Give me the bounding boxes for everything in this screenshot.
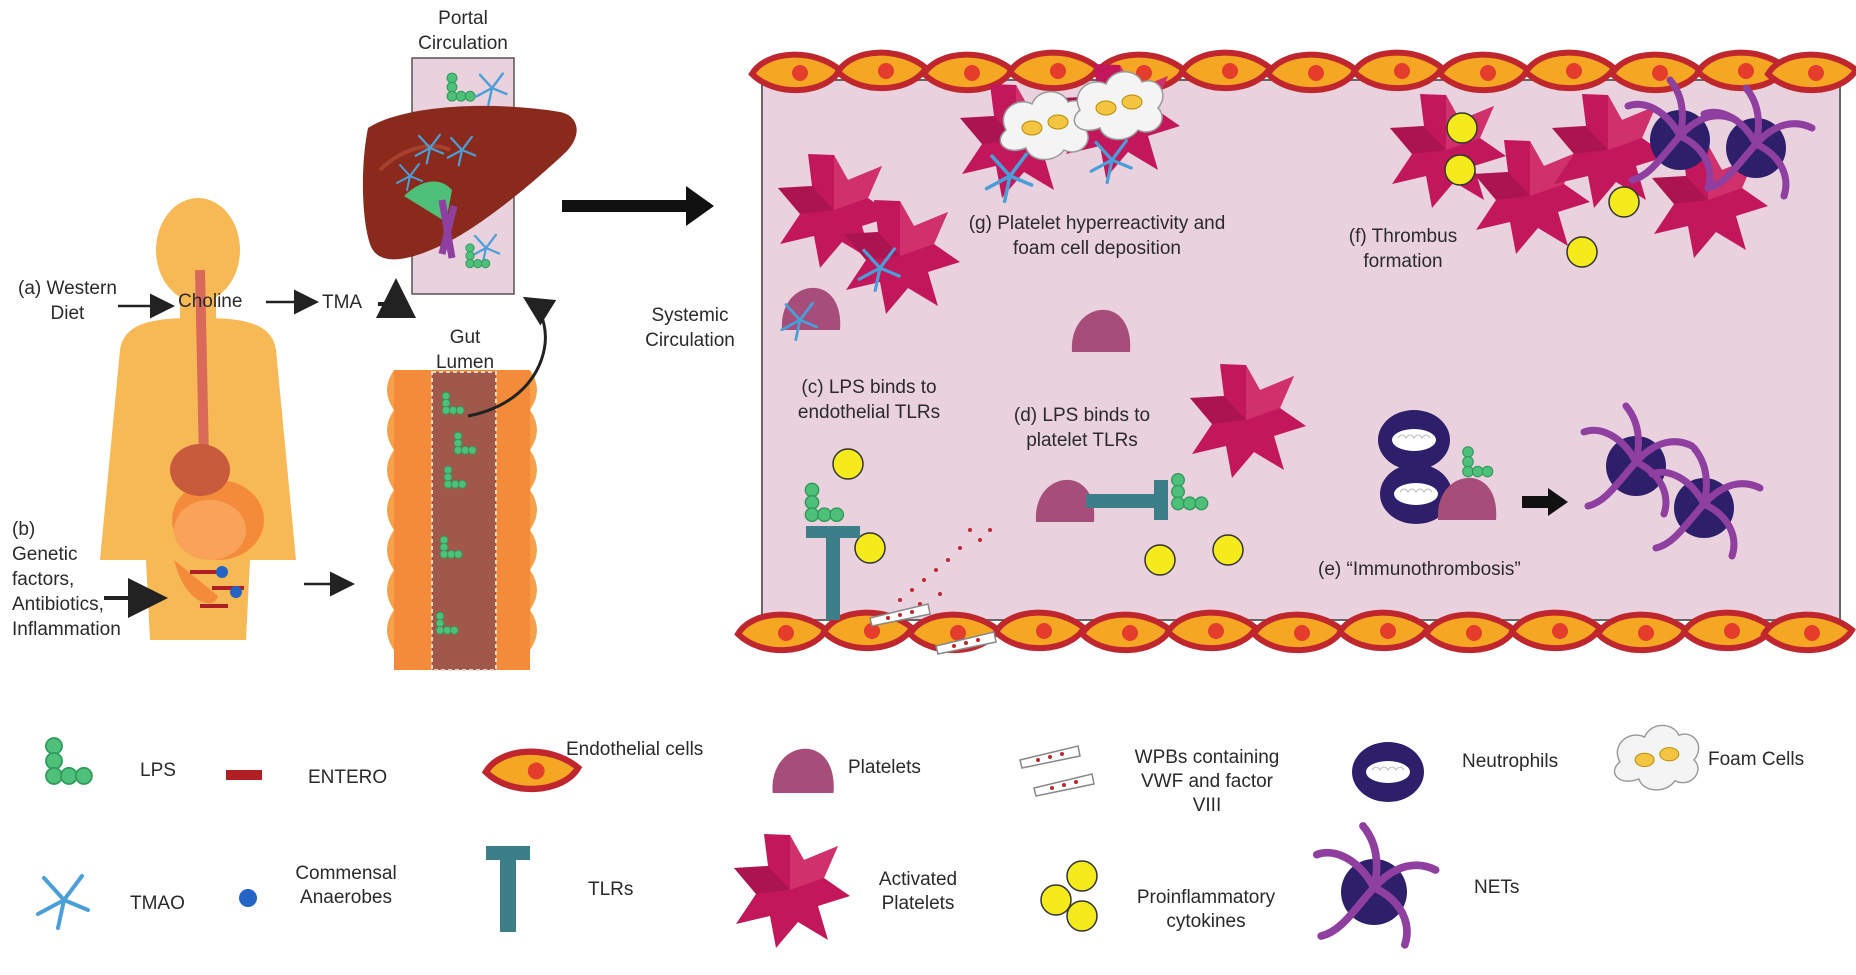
label-choline: Choline xyxy=(178,291,243,312)
label-portal-line1: Portal xyxy=(438,8,488,29)
label-step-c: (c) LPS binds to endothelial TLRs xyxy=(782,375,956,425)
cytokine xyxy=(1144,544,1176,576)
label-step-c-line1: (c) LPS binds to xyxy=(801,377,937,398)
wpb-release xyxy=(898,528,992,606)
legend-cytokines-line2: cytokines xyxy=(1166,911,1246,932)
label-tma: TMA xyxy=(322,292,363,313)
label-step-d: (d) LPS binds to platelet TLRs xyxy=(992,403,1172,453)
legend-cytokines: Proinflammatory cytokines xyxy=(1118,886,1294,934)
cytokine xyxy=(1566,236,1598,268)
legend-icons xyxy=(36,724,1700,948)
legend-tmao: TMAO xyxy=(130,893,185,914)
label-systemic-circulation: Systemic Circulation xyxy=(630,303,750,353)
systemic-arrow-head xyxy=(686,186,714,226)
label-step-c-line2: endothelial TLRs xyxy=(797,402,941,423)
label-portal-line2: Circulation xyxy=(418,33,508,54)
label-genetic-line4: Antibiotics, xyxy=(12,594,104,615)
legend-lps: LPS xyxy=(140,760,176,781)
legend-foam: Foam Cells xyxy=(1708,749,1805,770)
label-step-g-line2: foam cell deposition xyxy=(1013,238,1181,259)
legend-activated: Activated Platelets xyxy=(868,868,968,916)
label-gut-lumen: Gut Lumen xyxy=(424,325,506,375)
label-genetic-line5: Inflammation xyxy=(12,619,121,640)
label-genetic-line2: Genetic xyxy=(12,544,78,565)
liver xyxy=(362,105,577,269)
cytokine xyxy=(1446,112,1478,144)
label-step-f-line1: (f) Thrombus xyxy=(1348,226,1458,247)
label-genetic-line1: (b) xyxy=(12,519,36,540)
label-step-g: (g) Platelet hyperreactivity and foam ce… xyxy=(942,211,1252,261)
legend-activated-line2: Platelets xyxy=(881,893,955,914)
label-genetic-line3: factors, xyxy=(12,569,75,590)
label-gut-line1: Gut xyxy=(449,327,481,348)
label-step-g-line1: (g) Platelet hyperreactivity and xyxy=(968,213,1226,234)
legend-wpb: WPBs containing VWF and factor VIII xyxy=(1112,746,1302,818)
label-systemic-line2: Circulation xyxy=(645,330,735,351)
legend-entero: ENTERO xyxy=(308,767,388,788)
legend-commensal-line1: Commensal xyxy=(295,863,397,884)
label-step-f: (f) Thrombus formation xyxy=(1332,224,1474,274)
neutrophil xyxy=(1377,409,1451,471)
legend-wpb-line3: VIII xyxy=(1192,795,1222,816)
legend-wpb-line1: WPBs containing xyxy=(1134,747,1280,768)
gut-lumen xyxy=(387,370,537,671)
label-systemic-line1: Systemic xyxy=(651,305,729,326)
legend-wpb-line2: VWF and factor xyxy=(1141,771,1273,792)
tlr-receptor-horizontal xyxy=(1086,480,1168,520)
legend-endothelial: Endothelial cells xyxy=(566,739,704,760)
legend-tlrs: TLRs xyxy=(588,879,634,900)
tlr-receptor xyxy=(806,526,860,620)
label-western-diet-line2: Diet xyxy=(50,303,85,324)
legend-commensal: Commensal Anaerobes xyxy=(284,862,408,910)
legend-neutrophils: Neutrophils xyxy=(1462,751,1559,772)
legend-activated-line1: Activated xyxy=(878,869,958,890)
intestine xyxy=(170,444,264,604)
cytokine xyxy=(1212,534,1244,566)
label-step-d-line1: (d) LPS binds to xyxy=(1013,405,1151,426)
label-step-f-line2: formation xyxy=(1363,251,1443,272)
legend-platelets: Platelets xyxy=(848,757,921,778)
cytokine xyxy=(832,448,864,480)
legend-cytokines-line1: Proinflammatory xyxy=(1136,887,1276,908)
label-genetic-factors: (b) Genetic factors, Antibiotics, Inflam… xyxy=(12,517,121,642)
blood-vessel xyxy=(738,53,1856,655)
label-gut-line2: Lumen xyxy=(435,352,495,373)
legend-commensal-line2: Anaerobes xyxy=(300,887,392,908)
human-body xyxy=(100,198,296,640)
legend-nets: NETs xyxy=(1474,877,1520,898)
flow-arrows xyxy=(104,278,557,618)
cytokine xyxy=(1444,154,1476,186)
cytokine xyxy=(1608,186,1640,218)
label-step-e: (e) “Immunothrombosis” xyxy=(1318,559,1521,580)
label-western-diet-line1: (a) Western xyxy=(18,278,117,299)
label-portal-circulation: Portal Circulation xyxy=(404,6,522,56)
label-western-diet: (a) Western Diet xyxy=(18,276,117,326)
label-step-d-line2: platelet TLRs xyxy=(1026,430,1138,451)
